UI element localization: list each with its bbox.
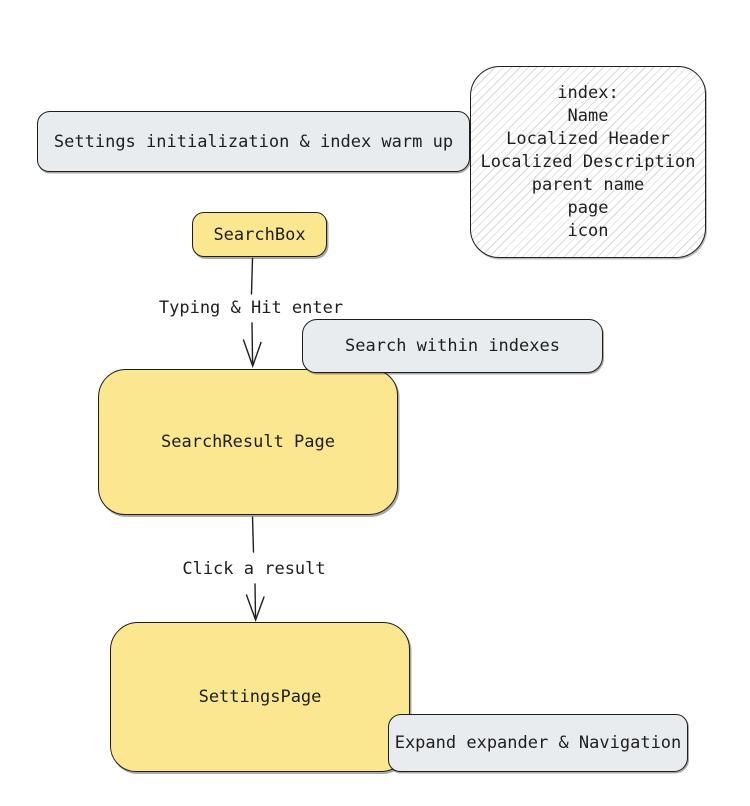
note-line: Localized Description [480,151,696,172]
note-line: icon [567,220,609,241]
node-settings-initialization: Settings initialization & index warm up [37,111,470,172]
node-search-within-indexes: Search within indexes [302,319,603,373]
note-lines: index: Name Localized Header Localized D… [481,82,696,243]
node-label: Search within indexes [345,336,560,356]
note-index-fields: index: Name Localized Header Localized D… [470,66,706,258]
node-label: SearchBox [213,224,306,245]
node-searchbox: SearchBox [192,212,327,257]
node-label: SearchResult Page [161,432,335,452]
note-line: parent name [531,174,645,195]
node-settingspage: SettingsPage [110,622,410,772]
node-label: SettingsPage [198,687,322,707]
arrow-typing-enter [242,257,262,369]
node-label: Settings initialization & index warm up [53,131,454,152]
edge-label-click-a-result: Click a result [182,559,326,579]
node-label: Expand expander & Navigation [394,733,682,753]
edge-label-typing-hit-enter: Typing & Hit enter [158,298,344,318]
arrow-click-result [245,516,265,623]
note-line: index: [557,82,619,103]
node-searchresult-page: SearchResult Page [98,369,398,515]
note-line: Localized Header [506,128,670,149]
node-expand-expander-navigation: Expand expander & Navigation [388,714,688,772]
note-line: page [567,197,609,218]
note-line: Name [567,105,609,126]
